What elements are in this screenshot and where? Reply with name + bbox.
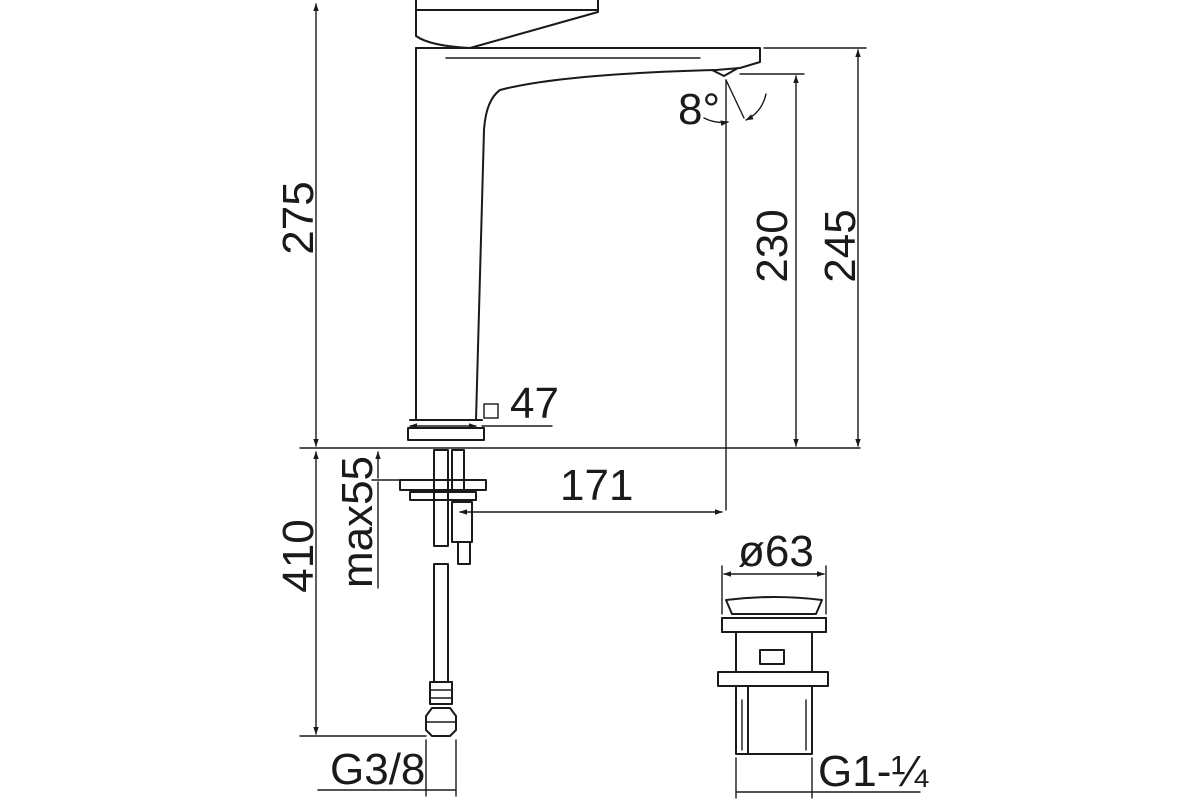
dimension-230 bbox=[739, 73, 805, 447]
faucet-outline bbox=[415, 0, 761, 421]
label-max55: max55 bbox=[333, 456, 382, 588]
waste-valve bbox=[717, 596, 829, 755]
dimension-245 bbox=[763, 47, 867, 447]
label-g38: G3/8 bbox=[330, 745, 425, 794]
dimension-47 bbox=[409, 403, 553, 429]
label-410: 410 bbox=[274, 519, 323, 592]
label-o63: ø63 bbox=[738, 527, 814, 576]
label-245: 245 bbox=[816, 209, 865, 282]
mounting-assembly bbox=[399, 449, 487, 565]
dimension-angle bbox=[703, 79, 767, 511]
dimension-g114 bbox=[735, 757, 921, 799]
flexible-hose bbox=[425, 563, 457, 737]
label-230: 230 bbox=[748, 209, 797, 282]
label-g114: G1-¼ bbox=[818, 747, 929, 796]
label-275: 275 bbox=[274, 181, 323, 254]
dimension-max55 bbox=[371, 451, 401, 589]
label-angle: 8° bbox=[678, 85, 720, 134]
label-47: 47 bbox=[510, 379, 559, 428]
dimension-410 bbox=[299, 451, 427, 737]
base-plate bbox=[407, 419, 485, 441]
dimension-275 bbox=[299, 3, 861, 449]
dimension-o63 bbox=[721, 565, 827, 615]
label-171: 171 bbox=[560, 461, 633, 510]
dimension-g38 bbox=[317, 739, 457, 797]
